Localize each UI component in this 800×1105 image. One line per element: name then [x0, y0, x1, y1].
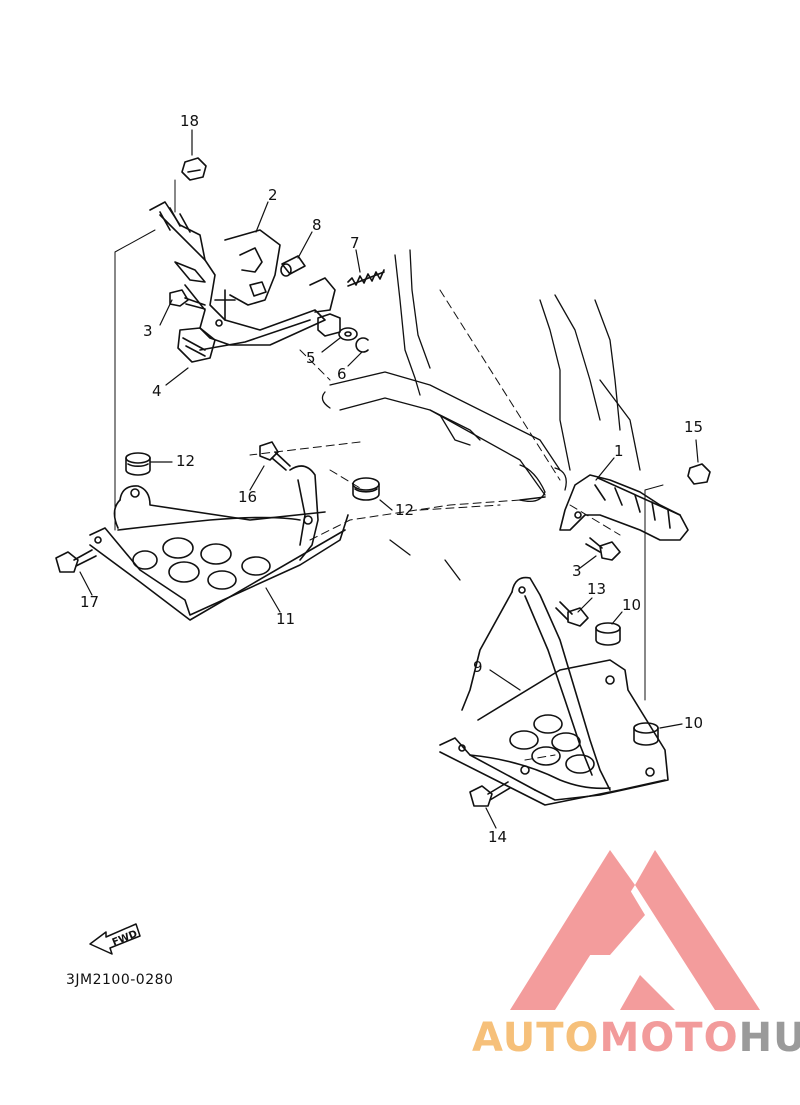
collar-8	[280, 255, 306, 277]
spring-7	[347, 269, 385, 287]
brand-part-hub: HUB	[738, 1015, 800, 1061]
callout-10-lower: 10	[684, 714, 703, 732]
footplate-guard-left	[89, 465, 349, 621]
damper-12-center	[352, 477, 380, 501]
nut-18	[181, 157, 207, 181]
footrest-peg-left	[177, 319, 311, 363]
bolt-3-right	[585, 537, 621, 561]
washer-5	[338, 327, 358, 341]
callout-15: 15	[684, 418, 703, 436]
callout-5: 5	[306, 349, 316, 367]
callout-13: 13	[587, 580, 606, 598]
callout-12-center: 12	[395, 501, 414, 519]
callout-12-left: 12	[176, 452, 195, 470]
callout-4: 4	[152, 382, 162, 400]
bolt-14	[469, 781, 511, 807]
callout-16: 16	[238, 488, 257, 506]
callout-6: 6	[337, 365, 347, 383]
bolt-13	[555, 601, 589, 627]
damper-10-upper	[595, 622, 621, 646]
damper-12-left	[125, 452, 151, 476]
bolt-3-left	[169, 289, 206, 310]
callout-18: 18	[180, 112, 199, 130]
bolt-17	[55, 549, 97, 573]
callout-11: 11	[276, 610, 295, 628]
callout-9: 9	[473, 658, 483, 676]
callout-2: 2	[268, 186, 278, 204]
callout-17: 17	[80, 593, 99, 611]
callout-1: 1	[614, 442, 624, 460]
callout-14: 14	[488, 828, 507, 846]
part-code: 3JM2100-0280	[66, 972, 174, 988]
callout-8: 8	[312, 216, 322, 234]
callout-labels: 18 2 8 7 3 5 6 4 12 16 12 1 15 3 13 10 1…	[80, 112, 703, 846]
brand-part-auto: AUTO	[472, 1015, 600, 1061]
leader-lines	[249, 289, 621, 761]
callout-3-right: 3	[572, 562, 582, 580]
footplate-guard-right	[439, 576, 669, 806]
reference-lines	[114, 179, 664, 701]
bolt-16	[259, 441, 291, 471]
automotohub-logo-icon	[510, 850, 760, 1010]
clip-6	[355, 337, 369, 353]
callout-pointers	[79, 129, 699, 829]
footrest-right	[519, 474, 689, 541]
damper-10-lower	[633, 722, 659, 746]
callout-10-upper: 10	[622, 596, 641, 614]
nut-15	[687, 463, 711, 485]
brand-part-moto: MOTO	[599, 1015, 739, 1061]
callout-3-left: 3	[143, 322, 153, 340]
callout-7: 7	[350, 234, 360, 252]
forward-arrow-icon: FWD	[89, 923, 141, 955]
frame-outline	[321, 249, 641, 581]
brand-watermark: AUTOMOTOHUB	[472, 1018, 800, 1058]
